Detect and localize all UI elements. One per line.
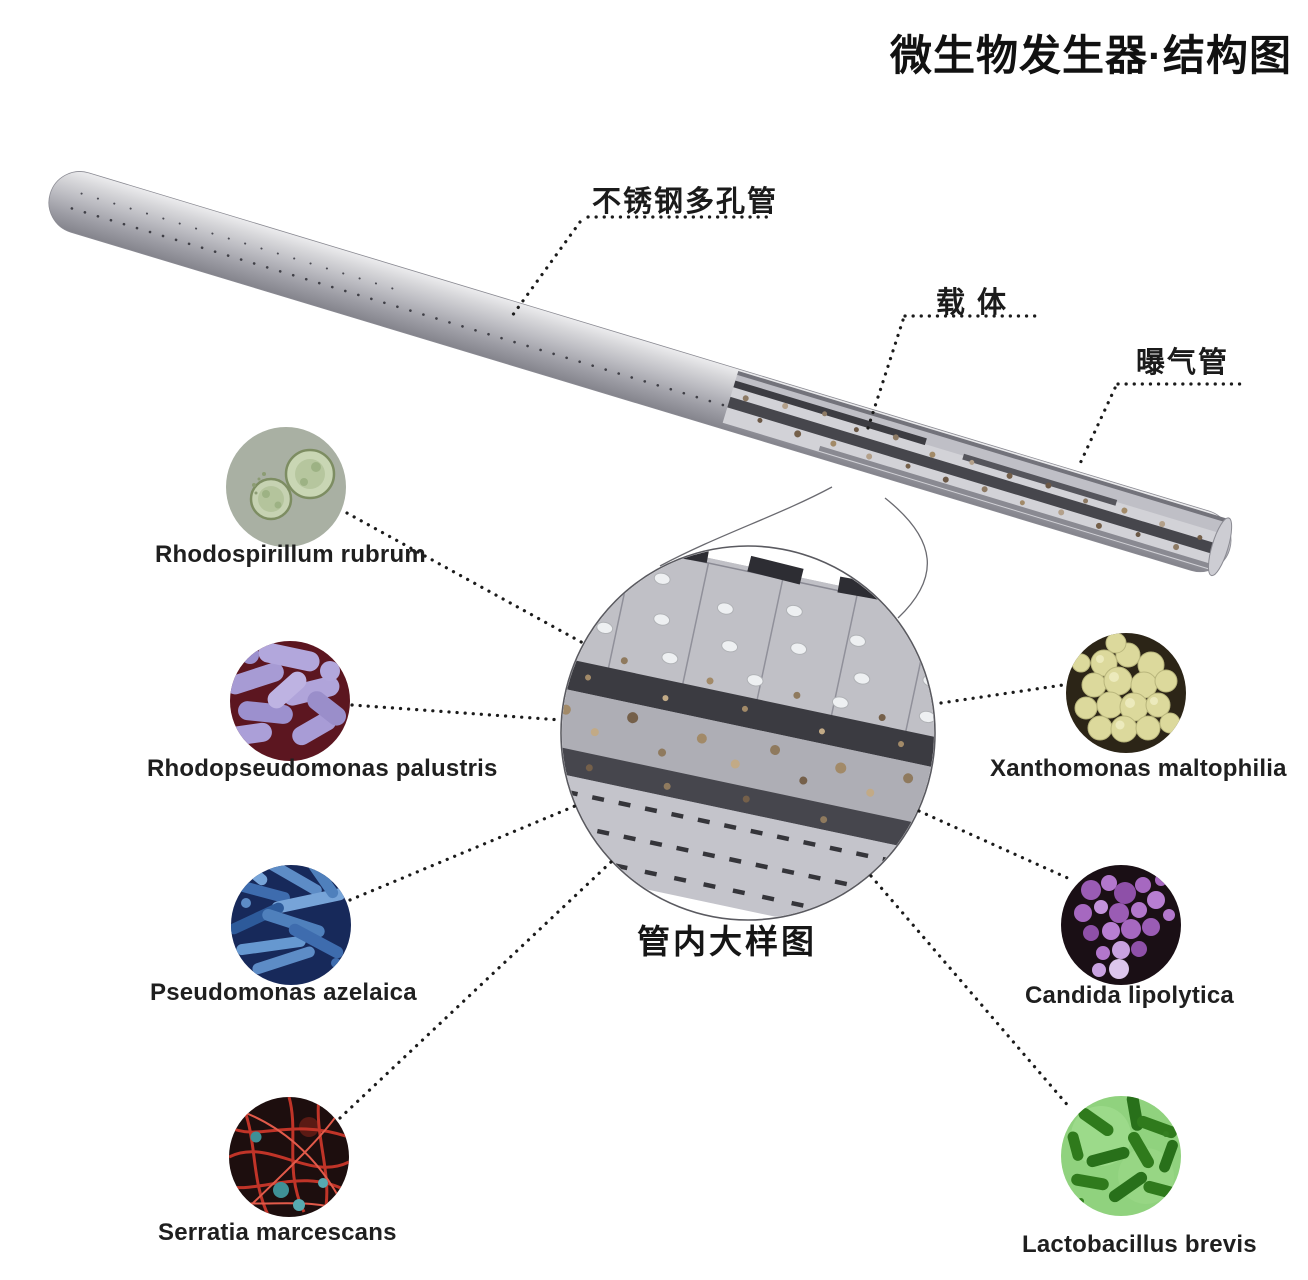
label-xanthomonas-maltophilia: Xanthomonas maltophilia	[990, 755, 1287, 782]
microbe-photo-rhodospirillum-rubrum	[226, 427, 346, 547]
leader-maltophilia	[939, 683, 1065, 705]
label-aeration-pipe: 曝气管	[1136, 347, 1230, 379]
tube-cutaway-section	[722, 371, 1233, 577]
label-serratia-marcescans: Serratia marcescans	[158, 1219, 397, 1246]
dotted-leader-lines	[338, 215, 1248, 1120]
leader-marcescans	[338, 860, 613, 1120]
label-rhodopseudomonas-palustris: Rhodopseudomonas palustris	[147, 755, 498, 782]
microbe-photo-candida-lipolytica	[1061, 865, 1181, 985]
magnifier-circle	[560, 545, 936, 921]
microbe-photo-serratia-marcescans	[229, 1097, 349, 1217]
microbe-photo-lactobacillus-brevis	[1061, 1096, 1181, 1216]
leader-carrier-diagonal	[866, 318, 905, 430]
leader-rubrum	[345, 511, 585, 645]
label-lactobacillus-brevis: Lactobacillus brevis	[1022, 1231, 1257, 1258]
leader-aeration-diagonal	[1076, 386, 1117, 470]
magnifier-caption: 管内大样图	[637, 923, 817, 960]
steel-tube-illustration	[48, 171, 1233, 577]
leader-palustris	[350, 703, 563, 722]
page-title: 微生物发生器·结构图	[890, 32, 1292, 79]
leader-brevis	[869, 874, 1072, 1110]
leader-porous-diagonal	[510, 220, 582, 318]
carrier-specks	[742, 395, 1203, 551]
microbe-photo-rhodopseudomonas-palustris	[230, 641, 350, 761]
leader-lipolytica	[917, 809, 1074, 882]
label-rhodospirillum-rubrum: Rhodospirillum rubrum	[155, 541, 426, 568]
microbe-photo-pseudomonas-azelaica	[231, 865, 351, 985]
label-carrier: 载 体	[936, 287, 1009, 319]
magnifier-connector-lines	[659, 486, 928, 619]
label-porous-pipe: 不锈钢多孔管	[592, 186, 779, 218]
microbe-photo-xanthomonas-maltophilia	[1066, 633, 1186, 753]
label-candida-lipolytica: Candida lipolytica	[1025, 982, 1234, 1009]
label-pseudomonas-azelaica: Pseudomonas azelaica	[150, 979, 417, 1006]
leader-azelaica	[348, 804, 577, 902]
